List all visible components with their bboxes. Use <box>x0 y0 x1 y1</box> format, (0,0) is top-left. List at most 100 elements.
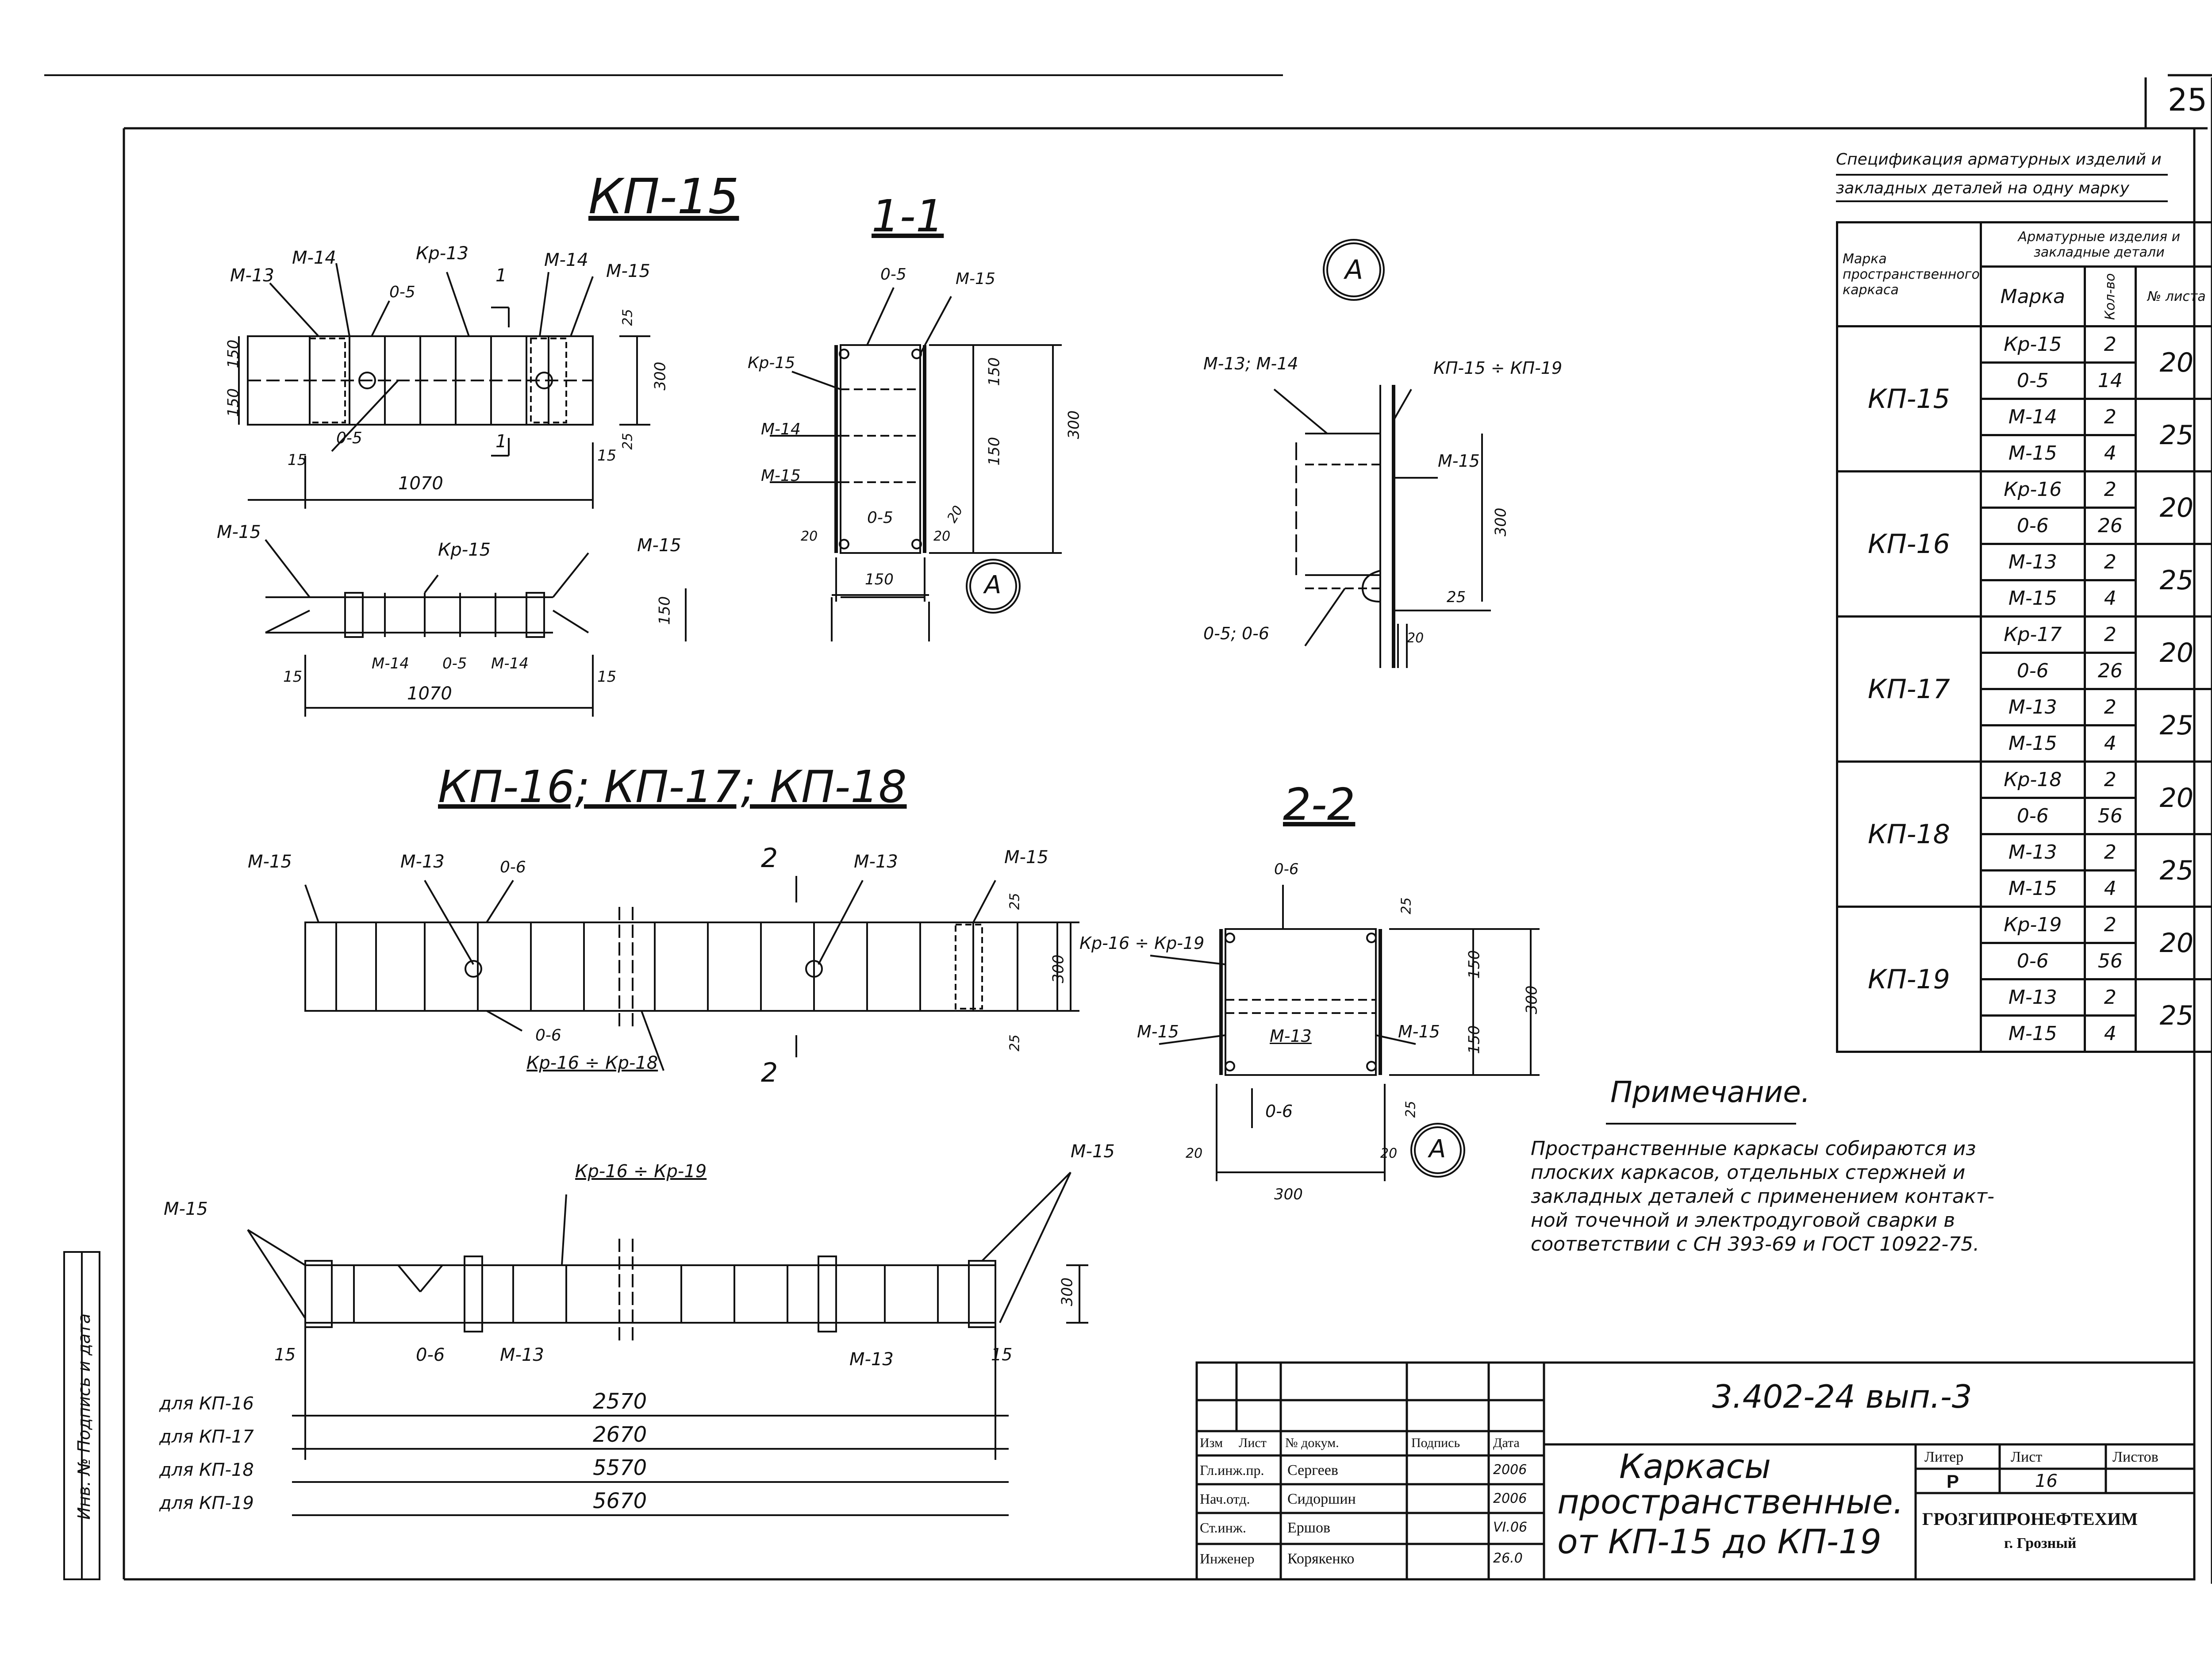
kp19-m15b: М-15 <box>1071 1141 1115 1162</box>
tb-hdr-izm: Изм <box>1200 1436 1223 1450</box>
spec-group-name: КП-19 <box>1836 906 1982 1053</box>
sec11-w150: 150 <box>865 571 894 588</box>
spec-row-qty: 4 <box>2083 1014 2137 1053</box>
titleblock-title-2: пространственные. <box>1557 1482 1904 1521</box>
kp15-label-one: 1 <box>495 265 507 286</box>
kp15-dim-15a: 15 <box>288 451 307 469</box>
length-value-kp19: 5670 <box>593 1489 647 1513</box>
spec-row-sheet: 20 <box>2134 470 2212 545</box>
tb-person-name: Сидоршин <box>1287 1491 1356 1507</box>
detaila-circle-label: А <box>1345 254 1363 285</box>
sec11-o5top: 0-5 <box>880 265 906 284</box>
sec22-node-a: А <box>1429 1135 1446 1163</box>
sec11-m15: М-15 <box>956 270 995 288</box>
sec22-m15a: М-15 <box>1137 1022 1179 1041</box>
titleblock-title-3: от КП-15 до КП-19 <box>1557 1522 1882 1561</box>
kp15-label-m13: М-13 <box>230 265 274 286</box>
kp15-label-o5a: 0-5 <box>389 283 415 301</box>
kp16-two: 2 <box>761 843 778 874</box>
tb-sheets-label: Листов <box>2112 1449 2158 1465</box>
titleblock-code: 3.402-24 вып.-3 <box>1712 1378 1972 1415</box>
kp19-elevation <box>247 1171 1088 1516</box>
side-stamp-frame <box>63 1251 100 1580</box>
detaila-m15: М-15 <box>1438 451 1480 471</box>
spec-row-sheet: 20 <box>2134 760 2212 835</box>
length-label-kp18: для КП-18 <box>159 1460 254 1480</box>
spec-row-sheet: 20 <box>2134 325 2212 400</box>
spec-row-sheet: 25 <box>2134 543 2212 618</box>
sec11-node-a: А <box>984 571 1002 599</box>
spec-row-sheet: 25 <box>2134 688 2212 763</box>
page-number: 25 <box>2168 82 2208 118</box>
kp15-plan-m15a: М-15 <box>217 522 261 542</box>
spec-row-qty: 4 <box>2083 724 2137 763</box>
tb-sheet-value: 16 <box>2035 1471 2058 1491</box>
tb-person-role: Нач.отд. <box>1200 1491 1250 1507</box>
sec11-kr15: Кр-15 <box>748 354 795 372</box>
tb-hdr-sign: Подпись <box>1411 1436 1460 1450</box>
sec11-d20a: 20 <box>801 529 818 544</box>
tb-stage-value: Р <box>1947 1471 1959 1492</box>
spec-row-mark: Кр-17 <box>1979 615 2086 654</box>
spec-col-submark: Марка <box>1979 265 2086 327</box>
spec-group-name: КП-17 <box>1836 615 1982 763</box>
spec-row-qty: 2 <box>2083 688 2137 726</box>
kp15-plan-dim-length: 1070 <box>407 683 452 704</box>
spec-row-qty: 2 <box>2083 543 2137 581</box>
tb-person-role: Ст.инж. <box>1200 1520 1246 1536</box>
length-value-kp17: 2670 <box>593 1422 647 1447</box>
tb-sheet-label: Лист <box>2011 1449 2043 1465</box>
sec11-title: 1-1 <box>872 190 944 242</box>
spec-row-qty: 2 <box>2083 906 2137 944</box>
kp15-label-kr13: Кр-13 <box>416 243 469 264</box>
spec-row-mark: М-15 <box>1979 579 2086 618</box>
spec-row-mark: М-15 <box>1979 869 2086 908</box>
tb-org: ГРОЗГИПРОНЕФТЕХИМ <box>1922 1509 2138 1529</box>
kp19-m15a: М-15 <box>164 1199 208 1219</box>
sec22-o6top: 0-6 <box>1274 860 1299 878</box>
tb-person-role: Гл.инж.пр. <box>1200 1462 1264 1478</box>
note-body: Пространственные каркасы собираются из п… <box>1531 1137 2177 1256</box>
tb-person-name: Сергеев <box>1287 1462 1338 1478</box>
spec-row-qty: 2 <box>2083 978 2137 1017</box>
spec-row-qty: 4 <box>2083 869 2137 908</box>
kp16-o6b: 0-6 <box>535 1026 561 1044</box>
titleblock-title-1: Каркасы <box>1619 1447 1771 1486</box>
spec-row-sheet: 25 <box>2134 398 2212 472</box>
sec11-d20b: 20 <box>933 529 951 544</box>
tb-hdr-doc: № докум. <box>1285 1436 1339 1450</box>
kp15-plan-dim-15a: 15 <box>283 668 303 686</box>
spec-row-qty: 14 <box>2083 361 2137 400</box>
spec-row-qty: 56 <box>2083 797 2137 835</box>
kp15-plan <box>265 539 687 717</box>
kp16-elevation <box>304 876 1079 1071</box>
spec-row-qty: 2 <box>2083 760 2137 799</box>
kp19-d15a: 15 <box>274 1345 296 1364</box>
spec-row-qty: 56 <box>2083 942 2137 980</box>
kp19-m13a: М-13 <box>500 1345 544 1365</box>
spec-row-qty: 4 <box>2083 434 2137 472</box>
length-value-kp16: 2570 <box>593 1389 647 1414</box>
note-line: ной точечной и электродуговой сварки в <box>1531 1209 1955 1232</box>
spec-table: Марка пространственного каркаса Арматурн… <box>1836 221 2212 1053</box>
note-line: соответствии с СН 393-69 и ГОСТ 10922-75… <box>1531 1233 1980 1256</box>
kp15-plan-m14b: М-14 <box>491 655 529 672</box>
kp16-title: КП-16; КП-17; КП-18 <box>438 761 907 813</box>
kp15-dim-length: 1070 <box>398 473 443 494</box>
kp15-label-m14a: М-14 <box>292 248 336 268</box>
section-2-2 <box>1150 885 1540 1181</box>
spec-row-qty: 4 <box>2083 579 2137 618</box>
kp16-kr: Кр-16 ÷ Кр-18 <box>526 1053 658 1073</box>
kp16-m15b: М-15 <box>1004 847 1048 868</box>
spec-row-sheet: 20 <box>2134 906 2212 980</box>
spec-heading-2: закладных деталей на одну марку <box>1836 179 2130 197</box>
sec22-w300: 300 <box>1274 1186 1303 1203</box>
tb-hdr-list: Лист <box>1239 1436 1267 1450</box>
spec-group-name: КП-16 <box>1836 470 1982 618</box>
length-label-kp16: для КП-16 <box>159 1394 254 1414</box>
section-1-1 <box>770 287 1062 641</box>
note-line: закладных деталей с применением контакт- <box>1531 1185 1994 1208</box>
tb-person-date: VI.06 <box>1493 1520 1528 1535</box>
